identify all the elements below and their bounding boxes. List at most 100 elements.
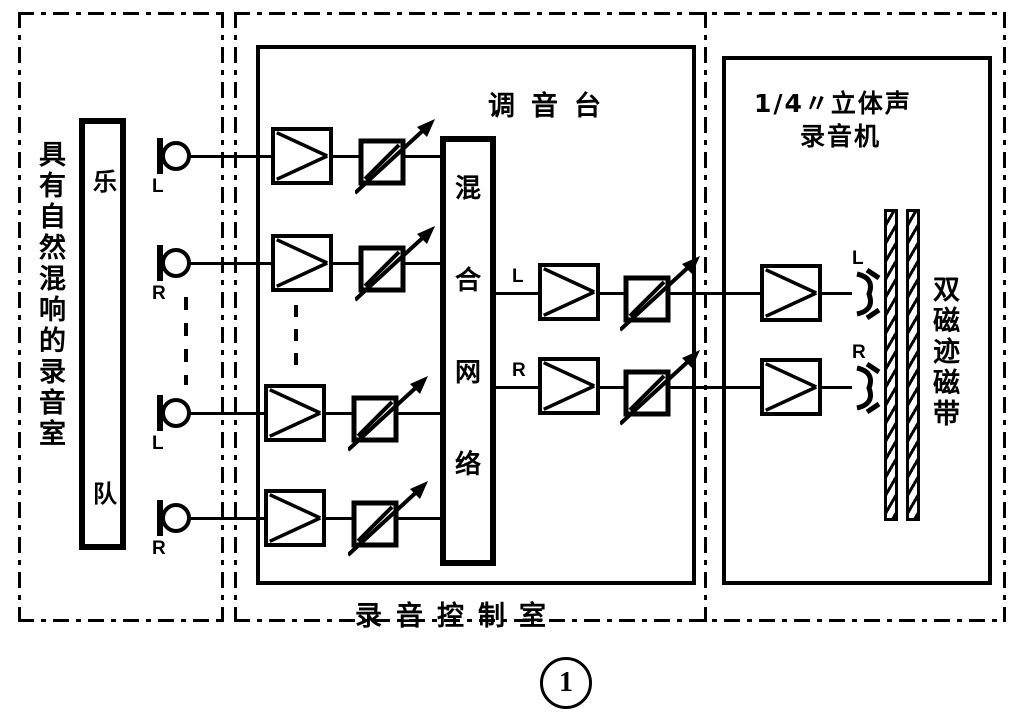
studio-boundary-right (221, 12, 224, 622)
microphone-4-label: R (152, 538, 166, 559)
outamp-R-to-atten-wire (600, 386, 626, 389)
mixer-out-R-wire (494, 386, 542, 389)
microphone-continuation-dashes (184, 297, 188, 385)
variable-attenuator-icon (620, 350, 700, 426)
mic-4-wire (190, 517, 272, 520)
tape-track-2 (906, 209, 920, 521)
microphone-icon-bar (157, 138, 163, 174)
channel-continuation-dashes (294, 305, 298, 377)
outamp-L-to-atten-wire (600, 292, 626, 295)
studio-boundary-left (18, 12, 21, 622)
microphone-3[interactable] (157, 395, 193, 431)
microphone-icon (161, 248, 191, 278)
mixer-out-L-label: L (512, 266, 524, 287)
amplifier-icon (765, 268, 817, 318)
amplifier-icon (269, 388, 321, 438)
console-title: 调音台 (488, 91, 617, 122)
variable-attenuator-icon (348, 376, 428, 452)
input-amplifier-3[interactable] (264, 384, 326, 442)
orchestra-label-bottom: 队 (93, 480, 117, 508)
mic-2-wire (190, 262, 272, 265)
studio-boundary-top (18, 12, 224, 15)
control-room-box (256, 45, 696, 585)
figure-number: 1 (540, 657, 592, 709)
atten1-to-mixer-wire (403, 155, 443, 158)
recamp-L-to-head-wire (822, 292, 852, 295)
variable-attenuator-icon (348, 481, 428, 557)
amplifier-icon (765, 362, 817, 412)
atten4-to-mixer-wire (396, 517, 443, 520)
record-amplifier-L[interactable] (760, 264, 822, 322)
microphone-icon-bar (157, 245, 163, 281)
input-attenuator-1[interactable] (355, 115, 445, 197)
link-R-wire (668, 386, 760, 389)
input-amplifier-4[interactable] (264, 489, 326, 547)
record-head-icon (856, 362, 881, 414)
input-attenuator-4[interactable] (348, 477, 438, 559)
amp2-to-atten2-wire (333, 262, 361, 265)
microphone-icon (161, 398, 191, 428)
output-amplifier-L[interactable] (538, 263, 600, 321)
output-amplifier-R[interactable] (538, 357, 600, 415)
variable-attenuator-icon (355, 226, 435, 302)
plant-boundary-bottom (234, 619, 1006, 622)
microphone-icon-bar (157, 500, 163, 536)
plant-boundary-top (234, 12, 1006, 15)
mix-network-box: 混 合 网 络 (440, 136, 496, 566)
microphone-2[interactable] (157, 245, 193, 281)
record-head-R[interactable] (845, 362, 887, 414)
variable-attenuator-icon (355, 119, 435, 195)
mic-1-wire (190, 155, 272, 158)
mixer-out-R-label: R (512, 360, 526, 381)
record-head-L-label: L (852, 248, 864, 269)
mix-network-char-2: 合 (454, 266, 481, 296)
mix-network-char-1: 混 (454, 174, 481, 204)
studio-room-label: 具有自然混响的录音室 (34, 140, 65, 450)
atten3-to-mixer-wire (396, 412, 443, 415)
tape-label: 双磁迹磁带 (928, 275, 959, 430)
orchestra-label-top: 乐 (93, 168, 117, 196)
record-amplifier-R[interactable] (760, 358, 822, 416)
input-attenuator-3[interactable] (348, 372, 438, 454)
tape-recorder-box (722, 56, 992, 585)
figure-number-text: 1 (559, 667, 573, 698)
atten2-to-mixer-wire (403, 262, 443, 265)
control-recorder-divider (704, 12, 707, 622)
amplifier-icon (543, 361, 595, 411)
mix-network-char-4: 络 (454, 450, 481, 480)
recorder-title-line2: 录音机 (800, 122, 882, 151)
tape-track-1 (884, 209, 898, 521)
microphone-1-label: L (152, 176, 164, 197)
mixer-out-L-wire (494, 292, 542, 295)
record-head-L[interactable] (845, 268, 887, 320)
output-attenuator-R[interactable] (620, 346, 710, 428)
amplifier-icon (269, 493, 321, 543)
studio-boundary-bottom (18, 619, 224, 622)
mic-3-wire (190, 412, 272, 415)
input-amplifier-1[interactable] (271, 127, 333, 185)
amp1-to-atten1-wire (333, 155, 361, 158)
microphone-3-label: L (152, 433, 164, 454)
amp3-to-atten3-wire (326, 412, 354, 415)
record-head-R-label: R (852, 342, 866, 363)
microphone-4[interactable] (157, 500, 193, 536)
amplifier-icon (543, 267, 595, 317)
mix-network-char-3: 网 (454, 358, 481, 388)
record-head-icon (856, 268, 881, 320)
microphone-1[interactable] (157, 138, 193, 174)
link-L-wire (668, 292, 760, 295)
microphone-2-label: R (152, 283, 166, 304)
orchestra-box: 乐 队 (79, 118, 126, 550)
plant-boundary-right (1003, 12, 1006, 622)
recamp-R-to-head-wire (822, 386, 852, 389)
amp4-to-atten4-wire (326, 517, 354, 520)
microphone-icon-bar (157, 395, 163, 431)
output-attenuator-L[interactable] (620, 252, 710, 334)
amplifier-icon (276, 238, 328, 288)
microphone-icon (161, 503, 191, 533)
input-amplifier-2[interactable] (271, 234, 333, 292)
plant-boundary-left (234, 12, 237, 622)
variable-attenuator-icon (620, 256, 700, 332)
input-attenuator-2[interactable] (355, 222, 445, 304)
